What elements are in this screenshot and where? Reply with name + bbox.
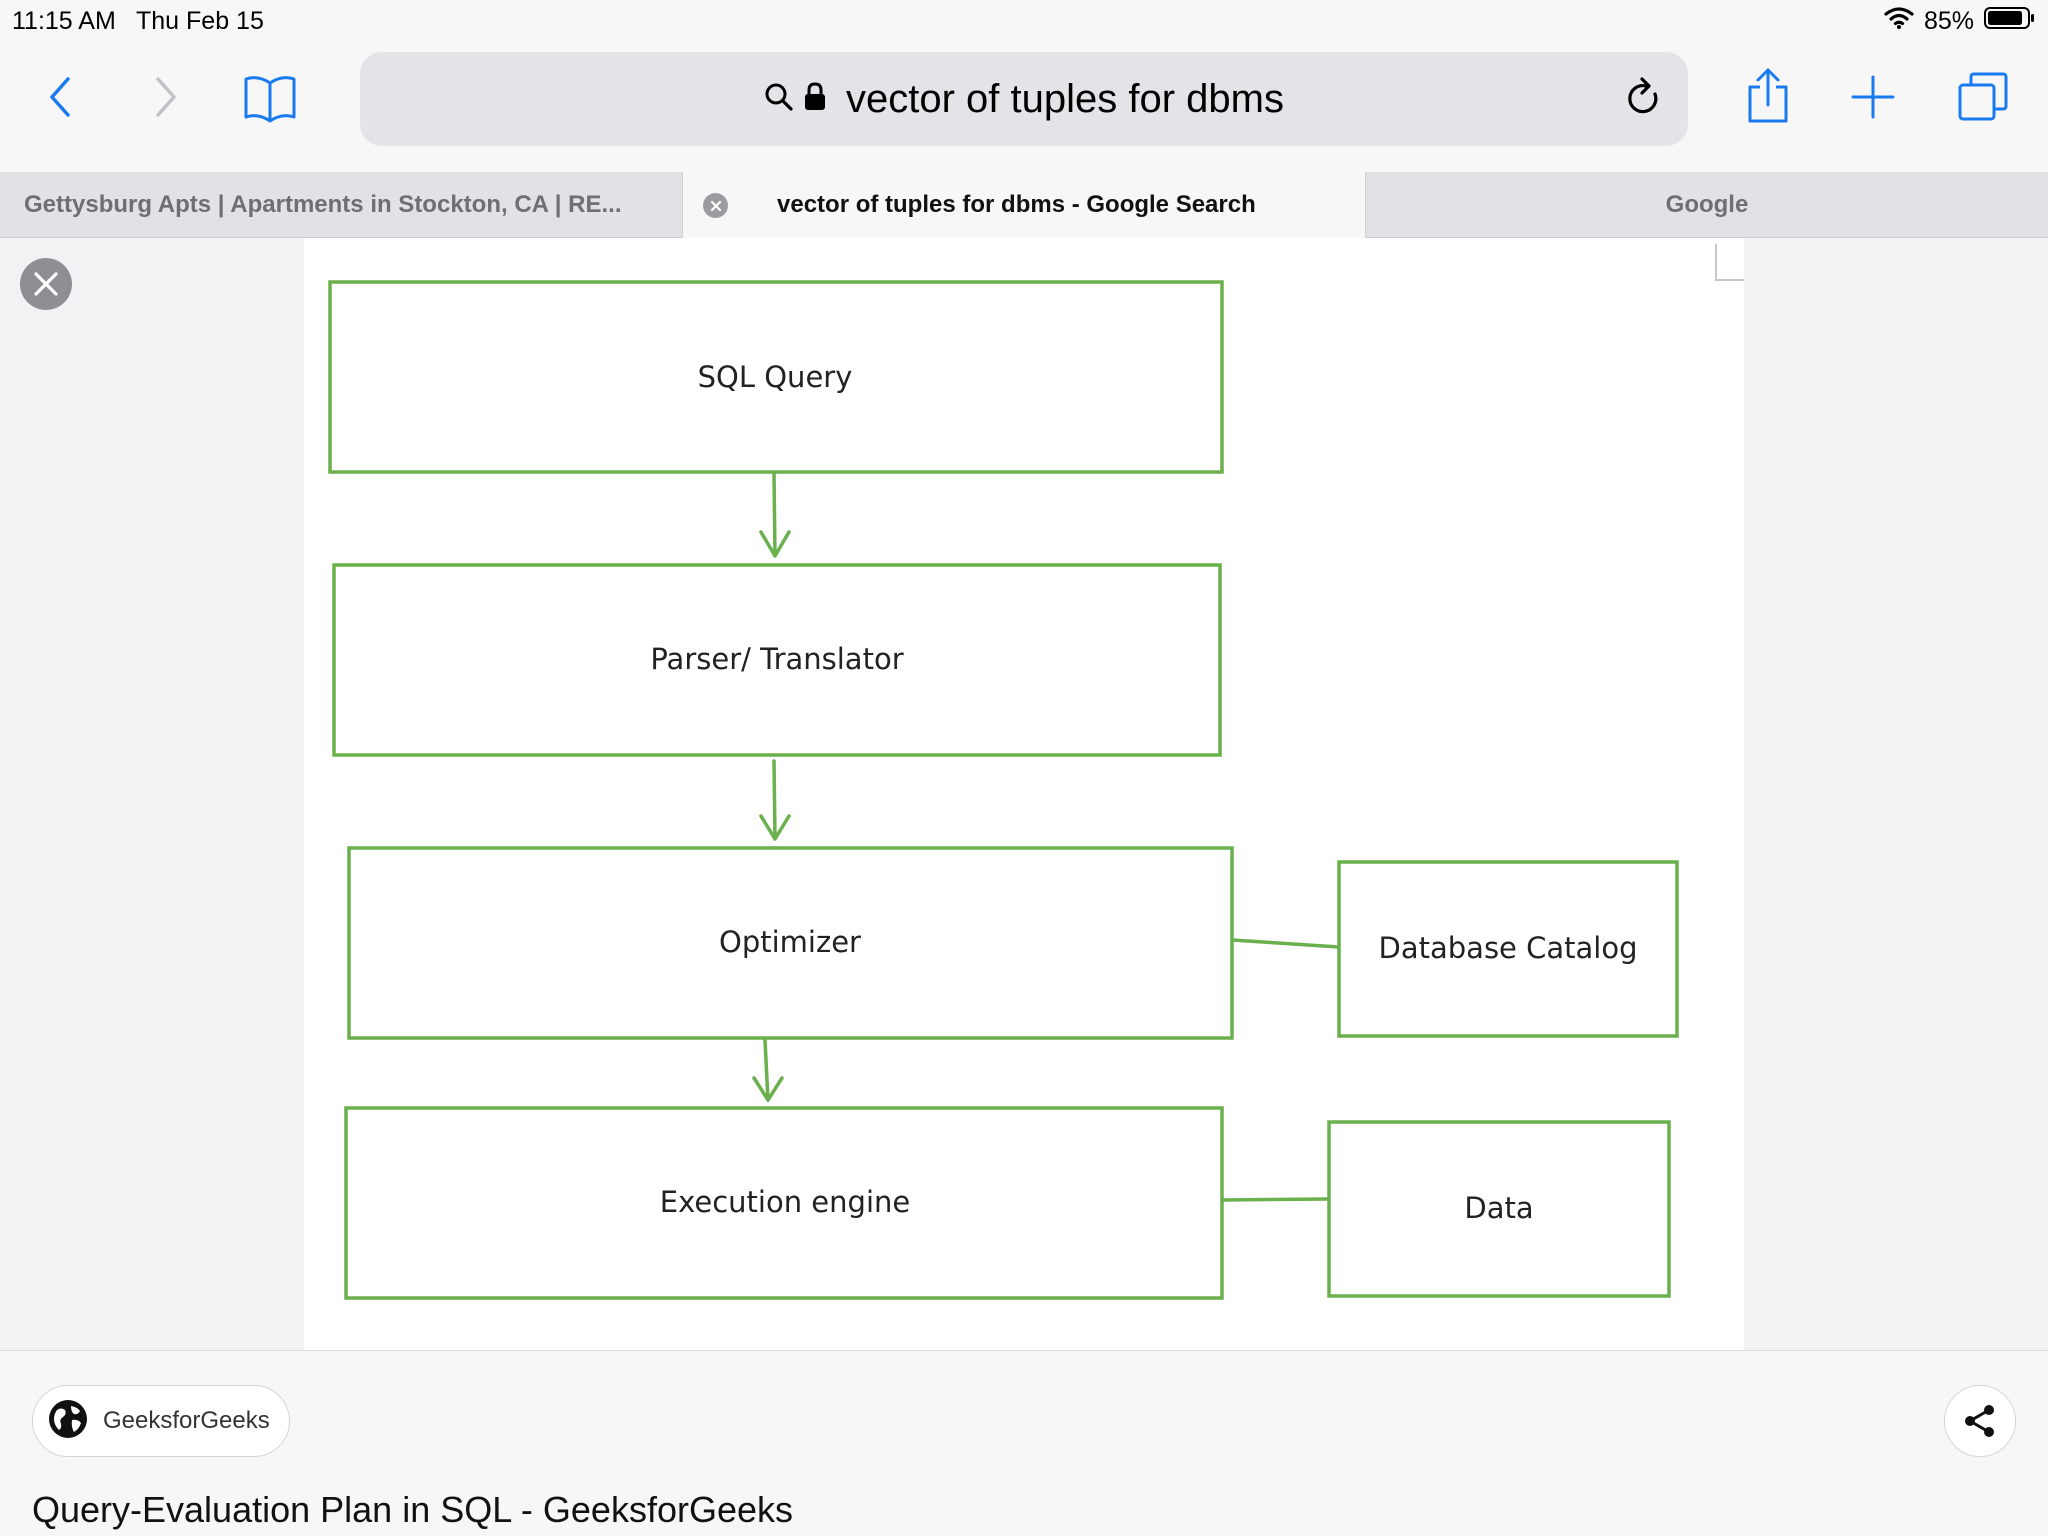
share-nodes-icon <box>1965 1405 1994 1437</box>
tabs-overview-button[interactable] <box>1956 70 2010 124</box>
tabs-icon <box>1958 72 2008 121</box>
arrow-query-to-parser <box>759 472 791 558</box>
data-box <box>1327 1120 1671 1298</box>
forward-button[interactable] <box>146 72 186 122</box>
tab-google[interactable]: Google <box>1365 172 2048 238</box>
share-icon <box>1748 68 1788 123</box>
tab-strip: Gettysburg Apts | Apartments in Stockton… <box>0 172 2048 238</box>
close-icon <box>710 200 721 211</box>
plus-icon <box>1851 75 1895 119</box>
source-name: GeeksforGeeks <box>103 1407 270 1434</box>
arrow-optimizer-to-engine <box>752 1038 784 1102</box>
battery-icon <box>1984 6 2036 37</box>
sql-query-box <box>328 280 1224 474</box>
share-page-button[interactable] <box>1744 64 1792 128</box>
status-bar: 11:15 AM Thu Feb 15 85% <box>0 0 2048 42</box>
node-data: Data <box>1464 1191 1534 1225</box>
status-time: 11:15 AM <box>12 7 116 35</box>
parser-box <box>332 563 1222 757</box>
image-viewer: SQL Query Parser/ Translator Optimizer D… <box>0 238 2048 1350</box>
address-text: vector of tuples for dbms <box>846 76 1284 121</box>
execution-engine-box <box>344 1106 1224 1300</box>
node-execution-engine: Execution engine <box>659 1185 911 1219</box>
chevron-left-icon <box>50 77 70 117</box>
node-parser-translator: Parser/ Translator <box>650 642 904 676</box>
close-viewer-button[interactable] <box>20 258 72 310</box>
node-database-catalog: Database Catalog <box>1378 931 1638 965</box>
tab-gettysburg-apts[interactable]: Gettysburg Apts | Apartments in Stockton… <box>0 172 683 238</box>
tab-google-search[interactable]: vector of tuples for dbms - Google Searc… <box>683 172 1365 238</box>
diagram-shapes <box>328 244 1744 1300</box>
node-optimizer: Optimizer <box>719 925 861 959</box>
address-bar[interactable]: vector of tuples for dbms <box>360 52 1688 146</box>
close-icon <box>34 272 58 296</box>
result-info-panel: GeeksforGeeks Query-Evaluation Plan in S… <box>0 1350 2048 1536</box>
browser-toolbar: vector of tuples for dbms <box>0 42 2048 172</box>
source-link[interactable]: GeeksforGeeks <box>32 1385 290 1457</box>
node-sql-query: SQL Query <box>697 360 853 394</box>
link-engine-data <box>1221 1197 1330 1202</box>
close-tab-button[interactable] <box>703 193 728 218</box>
query-processing-diagram: SQL Query Parser/ Translator Optimizer D… <box>304 238 1744 1350</box>
link-optimizer-catalog <box>1231 938 1340 949</box>
book-icon <box>244 76 296 123</box>
search-icon <box>764 82 794 117</box>
battery-percent: 85% <box>1923 7 1974 35</box>
tab-label: Gettysburg Apts | Apartments in Stockton… <box>24 191 622 218</box>
lock-icon <box>804 81 826 117</box>
wifi-icon <box>1884 6 1914 37</box>
globe-icon <box>47 1398 89 1445</box>
tab-label: Google <box>1665 191 1749 218</box>
database-catalog-box <box>1337 860 1679 1038</box>
image-corner-mark <box>1715 244 1744 281</box>
reload-icon <box>1628 77 1658 114</box>
new-tab-button[interactable] <box>1848 72 1898 122</box>
bookmarks-button[interactable] <box>240 70 300 126</box>
tab-label: vector of tuples for dbms - Google Searc… <box>777 191 1256 218</box>
status-date: Thu Feb 15 <box>136 7 264 35</box>
share-result-button[interactable] <box>1944 1385 2016 1457</box>
result-title[interactable]: Query-Evaluation Plan in SQL - GeeksforG… <box>32 1489 794 1530</box>
reload-button[interactable] <box>1624 76 1664 125</box>
arrow-parser-to-optimizer <box>759 759 791 841</box>
back-button[interactable] <box>40 72 80 122</box>
status-indicators: 85% <box>1884 6 2036 37</box>
chevron-right-icon <box>156 77 176 117</box>
optimizer-box <box>347 846 1234 1040</box>
